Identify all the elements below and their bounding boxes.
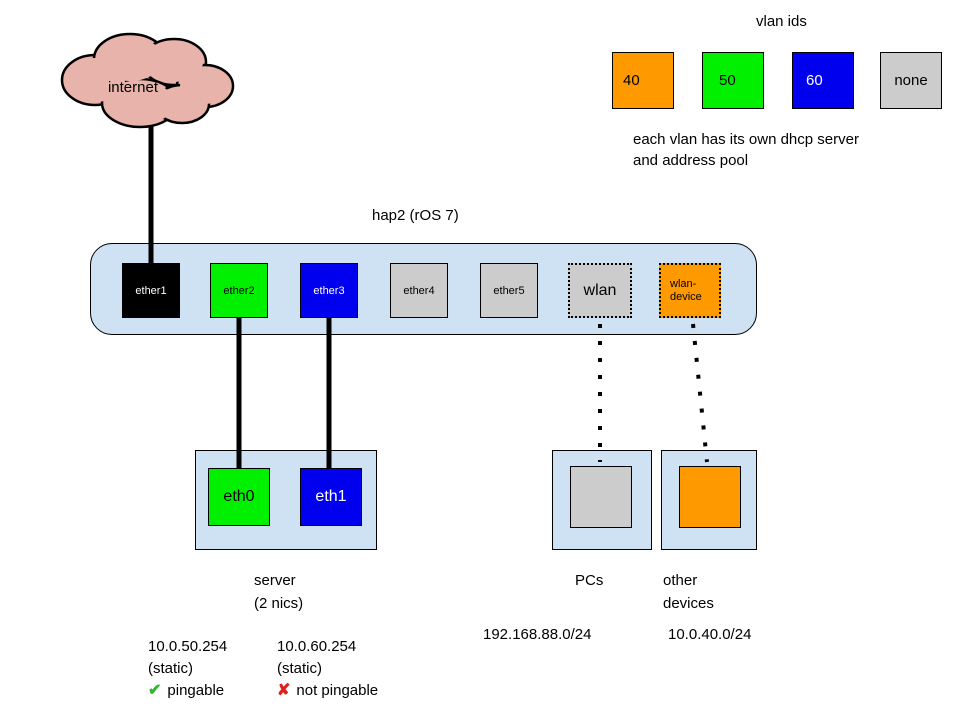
- vlan-note-line2: and address pool: [633, 152, 749, 169]
- vlan-swatch-none: none: [880, 52, 942, 109]
- vlan-swatch-60: 60: [792, 52, 854, 109]
- server-ip-1-status: ✔ pingable: [148, 680, 227, 702]
- vlan-legend-title: vlan ids: [756, 13, 807, 30]
- port-ether4-label: ether4: [403, 284, 435, 297]
- port-wlan-device: wlan- device: [659, 263, 721, 318]
- port-wlan-label: wlan: [583, 281, 617, 299]
- nic-eth0-label: eth0: [223, 488, 255, 505]
- link-wlandevice-other: [691, 323, 709, 463]
- port-ether2-label: ether2: [223, 284, 255, 297]
- nic-eth0: eth0: [208, 468, 270, 526]
- port-ether5-label: ether5: [493, 284, 525, 297]
- server-ip-2: 10.0.60.254 (static) ✘ not pingable: [277, 636, 378, 702]
- vlan-swatch-50: 50: [702, 52, 764, 109]
- vlan-swatch-40-label: 40: [623, 72, 640, 89]
- router-title: hap2 (rOS 7): [372, 207, 459, 224]
- server-ip-1: 10.0.50.254 (static) ✔ pingable: [148, 636, 227, 702]
- vlan-note: each vlan has its own dhcp server and ad…: [633, 129, 859, 171]
- other-devices-caption-line2: devices: [663, 595, 714, 612]
- internet-cloud-fill: [65, 37, 230, 124]
- vlan-swatch-40: 40: [612, 52, 674, 109]
- port-ether5: ether5: [480, 263, 538, 318]
- server-ip-2-address: 10.0.60.254: [277, 638, 357, 655]
- port-ether4: ether4: [390, 263, 448, 318]
- port-ether1: ether1: [122, 263, 180, 318]
- pcs-subnet: 192.168.88.0/24: [483, 626, 592, 643]
- port-ether3: ether3: [300, 263, 358, 318]
- server-ip-1-status-text: pingable: [167, 682, 225, 699]
- nic-eth1: eth1: [300, 468, 362, 526]
- other-device-square: [679, 466, 741, 528]
- pcs-caption: PCs: [575, 572, 604, 589]
- check-icon: ✔: [148, 682, 162, 699]
- port-ether2: ether2: [210, 263, 268, 318]
- server-ip-1-mode: (static): [148, 660, 193, 677]
- vlan-swatch-none-label: none: [894, 72, 928, 89]
- server-ip-2-status-text: not pingable: [296, 682, 379, 699]
- server-ip-1-address: 10.0.50.254: [148, 638, 228, 655]
- port-wlan: wlan: [568, 263, 632, 318]
- server-ip-2-mode: (static): [277, 660, 322, 677]
- pcs-device-square: [570, 466, 632, 528]
- vlan-swatch-60-label: 60: [806, 72, 823, 89]
- other-devices-subnet: 10.0.40.0/24: [668, 626, 752, 643]
- nic-eth1-label: eth1: [315, 488, 347, 505]
- port-wlan-device-label-line2: device: [670, 290, 702, 303]
- cross-icon: ✘: [277, 682, 291, 699]
- port-ether1-label: ether1: [135, 284, 167, 297]
- server-caption-line2: (2 nics): [254, 595, 304, 612]
- other-devices-caption: other devices: [663, 569, 714, 615]
- server-ip-2-status: ✘ not pingable: [277, 680, 378, 702]
- internet-label: internet: [107, 79, 159, 96]
- port-ether3-label: ether3: [313, 284, 345, 297]
- other-devices-caption-line1: other: [663, 572, 698, 589]
- server-caption-line1: server: [254, 572, 296, 589]
- vlan-swatch-50-label: 50: [719, 72, 736, 89]
- port-wlan-device-label-line1: wlan-: [670, 277, 697, 290]
- server-caption: server (2 nics): [254, 569, 303, 615]
- vlan-note-line1: each vlan has its own dhcp server: [633, 131, 859, 148]
